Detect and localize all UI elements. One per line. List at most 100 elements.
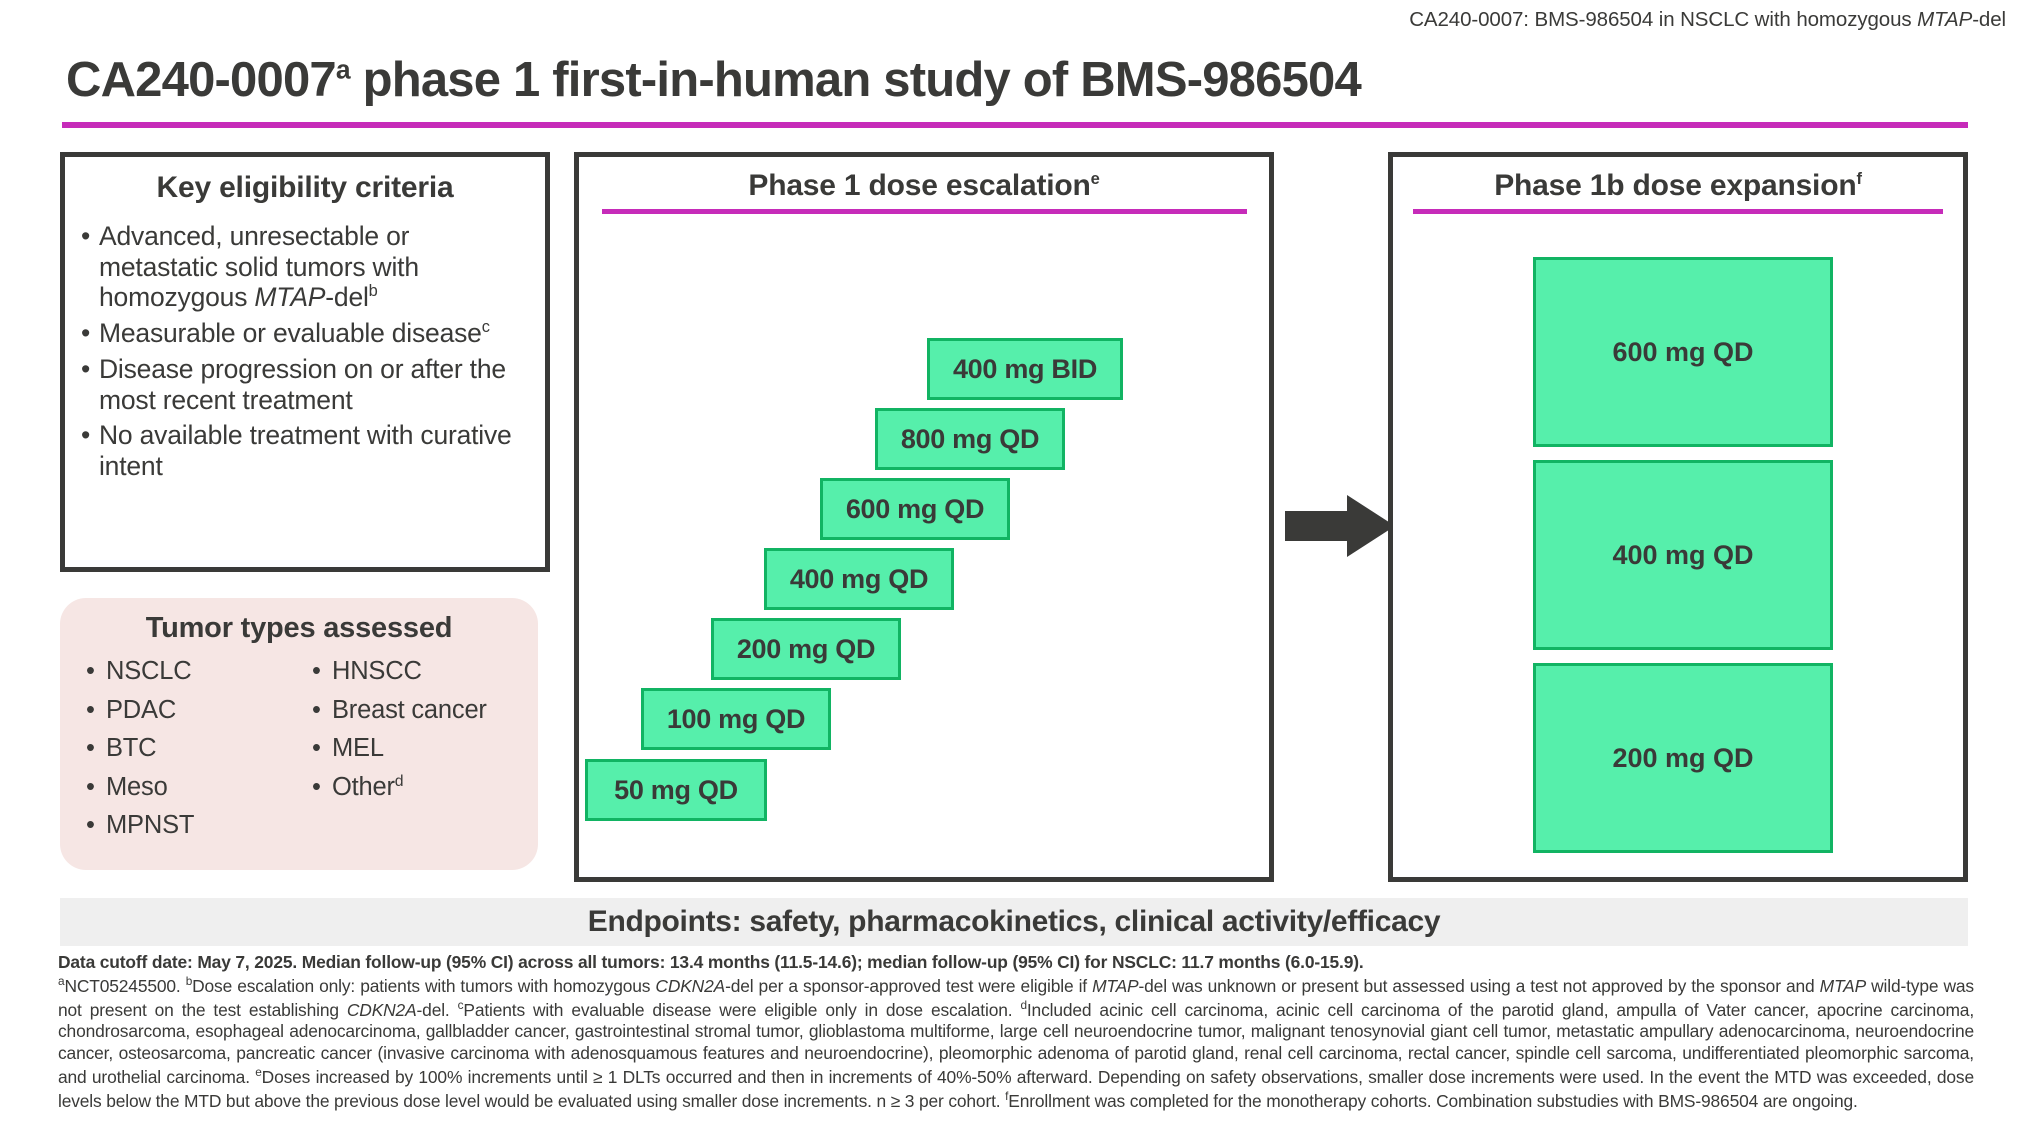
tumor-type-label: Breast cancer [332,695,487,724]
dose-expansion-panel: Phase 1b dose expansionf 600 mg QD 400 m… [1388,152,1968,882]
eligibility-list: • Advanced, unresectable or metastatic s… [81,221,531,482]
bullet-icon: • [81,420,91,451]
list-item: • MEL [312,734,538,763]
bullet-icon: • [312,695,321,724]
tumor-type-label: NSCLC [106,657,192,685]
list-item: • Measurable or evaluable diseasec [81,318,531,349]
footnote-text-b5: -del. [416,999,458,1020]
eligibility-item-text: Disease progression on or after the most… [99,353,506,415]
page-title-part2: phase 1 first-in-human study of BMS-9865… [349,53,1362,107]
dose-step-50: 50 mg QD [585,759,767,821]
footnote-data-cutoff: Data cutoff date: May 7, 2025. Median fo… [58,952,1364,972]
dose-step-400-bid: 400 mg BID [927,338,1123,400]
tumor-type-label: Meso [106,772,168,801]
bullet-icon: • [81,318,91,349]
bullet-icon: • [81,221,91,251]
dose-step-600: 600 mg QD [820,478,1010,540]
footnote-body: aNCT05245500. bDose escalation only: pat… [58,974,1974,1113]
tumor-type-label: MPNST [106,811,195,840]
tumor-types-columns: • NSCLC • PDAC • BTC • Meso • MPNST • HNSCC • B… [86,657,538,850]
running-header-suffix: -del [1972,8,2006,31]
list-item: • HNSCC [312,657,538,686]
dose-escalation-heading: Phase 1 dose escalatione [748,169,1100,202]
list-item: • Disease progression on or after the mo… [81,354,531,415]
footnote-marker-d: d [1020,997,1027,1012]
footnote-text-b1: Dose escalation only: patients with tumo… [192,975,656,996]
dose-step-800: 800 mg QD [875,408,1065,470]
eligibility-panel: Key eligibility criteria • Advanced, unr… [60,152,550,572]
list-item: • Breast cancer [312,696,538,725]
bullet-icon: • [86,695,95,724]
bullet-icon: • [86,772,95,801]
eligibility-item-text: Measurable or evaluable disease [99,318,482,349]
list-item: • PDAC [86,696,312,725]
footnote-text-a: NCT05245500. [64,975,186,996]
eligibility-item-text: No available treatment with curative int… [99,420,512,482]
tumor-type-marker: d [394,772,404,790]
list-item: • No available treatment with curative i… [81,420,531,481]
bullet-icon: • [312,657,321,685]
eligibility-item-gene: MTAP [254,282,326,313]
tumor-type-label: HNSCC [332,657,422,685]
footnote-marker-c: c [457,997,464,1012]
footnote-marker-b: b [185,973,193,988]
expansion-dose-600: 600 mg QD [1533,257,1833,447]
bullet-icon: • [86,657,95,685]
tumor-type-label: MEL [332,734,384,763]
tumor-types-panel: Tumor types assessed • NSCLC • PDAC • BTC •… [60,598,538,870]
tumor-type-label: Other [332,772,395,801]
page-title-part1: CA240-0007 [66,53,337,107]
bullet-icon: • [312,734,321,763]
eligibility-item-post: -del [325,282,369,313]
footnote-text-b4: wild-type was not present on the test es… [58,975,1974,1020]
dose-expansion-underline [1413,209,1943,214]
footnote-gene-b3: MTAP [1819,975,1867,996]
title-underline-rule [62,122,1968,128]
footnote-text-b3: -del was unknown or present but assessed… [1138,975,1820,996]
footnote-text-c: Patients with evaluable disease were eli… [463,999,1021,1020]
footnote-text-e: Doses increased by 100% increments until… [58,1067,1974,1111]
eligibility-item-marker: c [481,318,490,337]
tumor-types-heading: Tumor types assessed [145,612,453,644]
bullet-icon: • [86,811,95,840]
list-item: • Meso [86,773,312,802]
tumor-type-label: PDAC [106,695,177,724]
dose-expansion-marker: f [1856,170,1862,188]
list-item: • Advanced, unresectable or metastatic s… [81,221,531,313]
right-arrow-icon [1285,495,1395,557]
footnote-gene-b4: CDKN2A [346,999,417,1020]
expansion-dose-400: 400 mg QD [1533,460,1833,650]
endpoints-bar: Endpoints: safety, pharmacokinetics, cli… [60,898,1968,946]
footnote-marker-f: f [1005,1088,1009,1103]
running-header-prefix: CA240-0007: BMS-986504 in NSCLC with hom… [1409,8,1918,31]
footnote-gene-b2: MTAP [1092,975,1139,996]
list-item: • MPNST [86,811,312,840]
tumor-types-column-left: • NSCLC • PDAC • BTC • Meso • MPNST [86,657,312,850]
dose-escalation-staircase: 50 mg QD 100 mg QD 200 mg QD 400 mg QD 6… [579,157,1269,877]
dose-step-400: 400 mg QD [764,548,954,610]
list-item: • NSCLC [86,657,312,686]
expansion-dose-200: 200 mg QD [1533,663,1833,853]
dose-step-200: 200 mg QD [711,618,901,680]
footnote-text-f: Enrollment was completed for the monothe… [1008,1090,1858,1111]
page-title: CA240-0007a phase 1 first-in-human study… [66,52,1362,108]
dose-escalation-underline [601,209,1247,214]
bullet-icon: • [312,772,321,801]
page-title-footnote-marker: a [335,54,351,85]
dose-escalation-panel: Phase 1 dose escalatione 50 mg QD 100 mg… [574,152,1274,882]
eligibility-heading: Key eligibility criteria [156,171,454,204]
footnote-gene-b1: CDKN2A [655,975,726,996]
dose-expansion-heading: Phase 1b dose expansionf [1494,169,1862,202]
running-header: CA240-0007: BMS-986504 in NSCLC with hom… [1409,8,2006,32]
footnote-text-b2: -del per a sponsor-approved test were el… [725,975,1093,996]
footnote-text-d: Included acinic cell carcinoma, acinic c… [58,999,1975,1087]
eligibility-item-text: Advanced, unresectable or metastatic sol… [99,221,419,313]
running-header-gene: MTAP [1917,8,1973,31]
bullet-icon: • [86,734,95,763]
tumor-type-label: BTC [106,734,157,763]
list-item: • BTC [86,734,312,763]
dose-step-100: 100 mg QD [641,688,831,750]
